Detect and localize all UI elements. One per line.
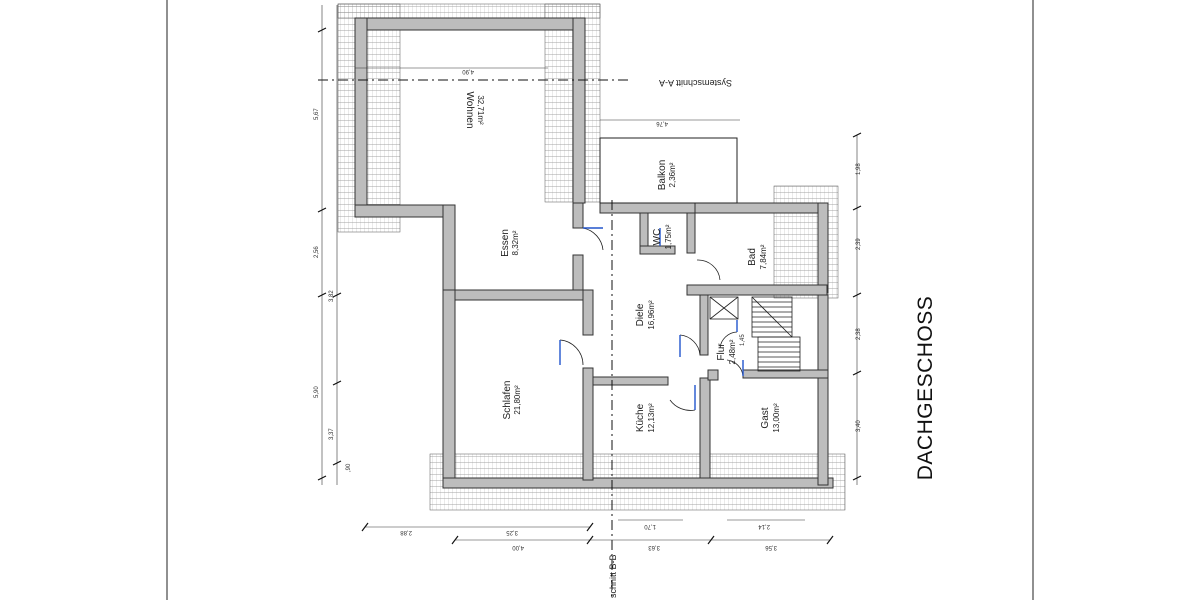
dim-bottom-5: 3,56 xyxy=(765,544,777,550)
staircase xyxy=(709,296,801,372)
room-diele-area: 16,96m² xyxy=(647,300,656,330)
section-a-text: Systemschnitt A-A xyxy=(659,78,732,88)
dim-left-6: ,90 xyxy=(346,463,352,472)
room-schlafen-name: Schlafen xyxy=(502,381,513,420)
section-b-text: schnitt B-B xyxy=(608,554,618,598)
dimension-labels: 5,67 2,56 3,82 5,90 3,37 ,90 1,98 2,39 2… xyxy=(314,68,862,550)
room-diele-name: Diele xyxy=(635,303,646,326)
dim-left-2: 2,56 xyxy=(314,246,320,258)
room-wohnen-area: 32,71m² xyxy=(476,95,485,125)
dim-right-1: 1,98 xyxy=(856,163,862,175)
dim-right-4: 3,40 xyxy=(856,420,862,432)
dim-stair: 1,45 xyxy=(740,334,746,346)
room-wc-area: 1,75m² xyxy=(664,224,673,249)
room-essen-name: Essen xyxy=(500,229,511,257)
dim-right-2: 2,39 xyxy=(856,238,862,250)
dim-left-5: 3,37 xyxy=(329,428,335,440)
dim-bottom-6: 1,70 xyxy=(644,523,656,529)
dim-left-1: 5,67 xyxy=(314,108,320,120)
dim-bottom-3: 4,00 xyxy=(512,544,524,550)
dim-top-2: 4,76 xyxy=(656,120,668,126)
room-gast-area: 13,00m² xyxy=(772,403,781,433)
dim-right-3: 2,38 xyxy=(856,328,862,340)
dim-top-1: 4,90 xyxy=(462,68,474,74)
door-swings xyxy=(559,227,744,411)
dim-bottom-4: 3,63 xyxy=(648,544,660,550)
room-kueche-name: Küche xyxy=(635,403,646,432)
dim-left-4: 5,90 xyxy=(314,386,320,398)
room-gast-name: Gast xyxy=(760,407,771,428)
room-schlafen-area: 21,80m² xyxy=(513,385,522,415)
dim-bottom-2: 3,25 xyxy=(506,529,518,535)
room-balkon-name: Balkon xyxy=(657,160,668,191)
walls xyxy=(354,17,834,489)
room-bad-area: 7,84m² xyxy=(759,244,768,269)
room-wc-name: WC xyxy=(652,229,663,246)
dim-left-3: 3,82 xyxy=(329,290,335,302)
room-essen-area: 8,32m² xyxy=(511,230,520,255)
floor-title: DACHGESCHOSS xyxy=(914,296,937,481)
room-bad-name: Bad xyxy=(747,248,758,266)
room-wohnen-name: Wohnen xyxy=(464,91,475,128)
dim-bottom-1: 2,88 xyxy=(400,529,412,535)
balcony-outline xyxy=(599,137,738,204)
section-b-label: schnitt B-B xyxy=(608,554,618,598)
door-leaves xyxy=(559,227,744,410)
room-flur-area: 2,48m² xyxy=(728,339,737,364)
room-balkon-area: 2,36m² xyxy=(668,162,677,187)
page-border xyxy=(166,0,1034,600)
room-labels: Wohnen 32,71m² Essen 8,32m² Balkon 2,36m… xyxy=(464,91,781,432)
dim-bottom-7: 2,14 xyxy=(758,523,770,529)
room-flur-name: Flur xyxy=(716,343,727,361)
section-a-label: Systemschnitt A-A xyxy=(659,78,732,88)
room-kueche-area: 12,13m² xyxy=(647,403,656,433)
dimension-ticks xyxy=(317,27,862,545)
dimension-lines xyxy=(321,5,858,541)
